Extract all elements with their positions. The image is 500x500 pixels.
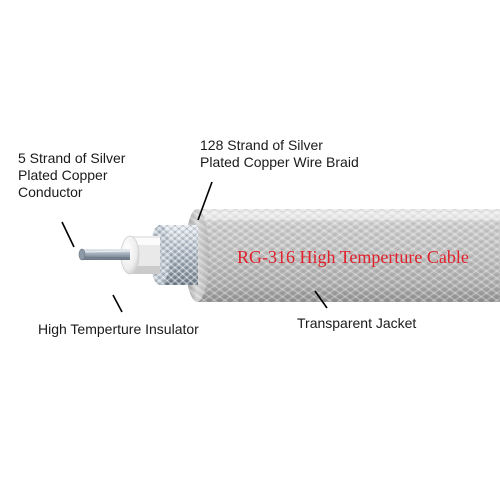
braid-label-line-1: 128 Strand of Silver xyxy=(200,137,323,153)
conductor xyxy=(78,248,131,261)
conductor-label-line-1: 5 Strand of Silver xyxy=(18,150,126,166)
braid-label: 128 Strand of Silver Plated Copper Wire … xyxy=(200,137,359,171)
braid-label-line-2: Plated Copper Wire Braid xyxy=(200,154,359,170)
leader-braid xyxy=(197,181,213,221)
leader-jacket xyxy=(314,290,328,309)
insulator-label: High Temperture Insulator xyxy=(38,321,199,337)
cable-print-text: RG-316 High Temperture Cable xyxy=(237,247,469,267)
leader-lines xyxy=(61,181,328,313)
jacket-label: Transparent Jacket xyxy=(297,315,417,331)
conductor-label-line-2: Plated Copper xyxy=(18,167,108,183)
conductor-label: 5 Strand of Silver Plated Copper Conduct… xyxy=(18,150,125,201)
leader-insulator xyxy=(112,294,123,313)
leader-conductor xyxy=(61,221,75,248)
conductor-label-line-3: Conductor xyxy=(18,184,83,200)
